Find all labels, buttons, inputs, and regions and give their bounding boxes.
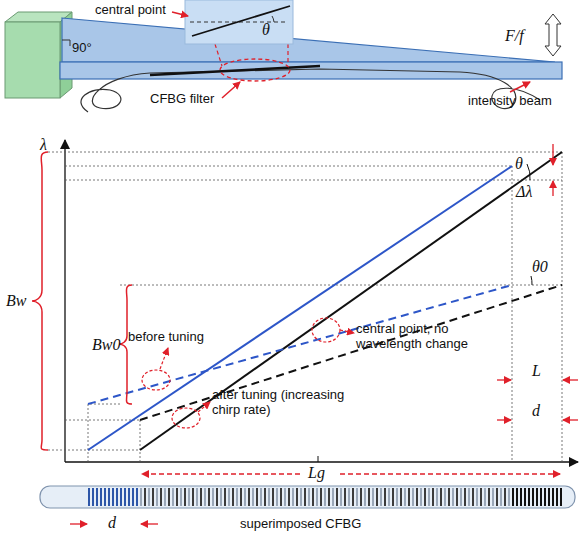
- dimension-label: d: [532, 402, 540, 420]
- annotation: central point, no wavelength change: [356, 322, 486, 352]
- angle-symbol: θ: [515, 155, 523, 173]
- annotation: before tuning: [128, 330, 204, 345]
- axis-label: λ: [40, 136, 47, 154]
- callout-label: CFBG filter: [150, 92, 214, 107]
- dimension-label: L: [532, 362, 541, 380]
- wavelength-shift: Δλ: [516, 183, 532, 201]
- angle-symbol: θ0: [532, 258, 548, 276]
- dimension-label: Lg: [306, 464, 327, 482]
- dimension-label: d: [108, 514, 116, 532]
- callout-label: central point: [95, 3, 166, 18]
- callout-label: intensity beam: [468, 94, 552, 109]
- bandwidth-label: Bw: [6, 292, 26, 310]
- angle-symbol: θ: [262, 21, 270, 39]
- annotation: after tuning (increasing chirp rate): [212, 388, 362, 418]
- annotation: superimposed CFBG: [240, 517, 361, 532]
- force-label: F/f: [505, 27, 524, 45]
- bandwidth-label: Bw0: [92, 336, 120, 354]
- angle-label: 90°: [72, 41, 92, 56]
